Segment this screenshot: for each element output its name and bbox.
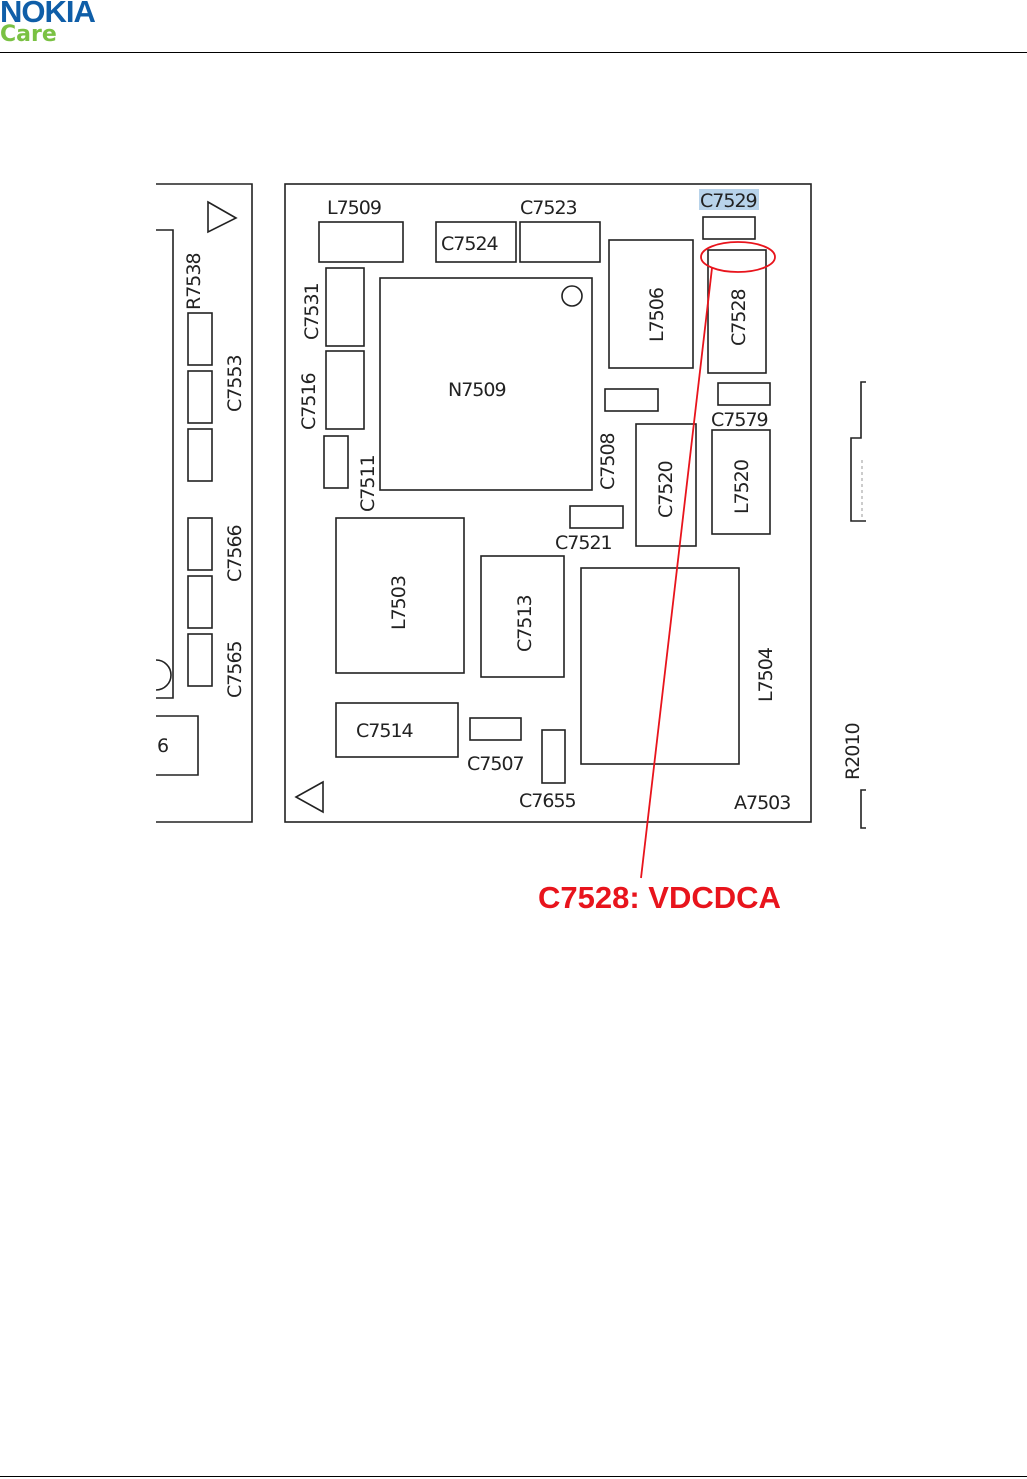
label-n7509: N7509: [448, 379, 506, 401]
label-l7520: L7520: [731, 460, 753, 514]
label-c7529: C7529: [700, 190, 757, 212]
left-partial-board: R7538 C7553 C7566 C7565 6: [155, 183, 253, 823]
c7579-footprint: [717, 382, 771, 406]
label-l7506: L7506: [646, 288, 668, 342]
label-c7528: C7528: [728, 289, 750, 346]
label-c7521: C7521: [555, 532, 612, 554]
l7509-footprint: [318, 221, 404, 263]
l7504-footprint: [580, 567, 740, 765]
right-partial-board: R2010: [842, 381, 866, 829]
footer-divider: [0, 1476, 1027, 1477]
label-c7508: C7508: [597, 433, 619, 490]
label-c7524: C7524: [441, 233, 499, 255]
n7509-footprint: [379, 277, 593, 491]
label-a7503: A7503: [734, 792, 790, 814]
c7521-footprint: [569, 505, 624, 529]
c7513-footprint: [480, 555, 565, 678]
c7523-footprint: [519, 221, 601, 263]
c7566-pad: [187, 517, 213, 571]
label-c7655: C7655: [519, 790, 576, 812]
orientation-triangle: [294, 780, 324, 814]
label-l7504: L7504: [755, 647, 777, 702]
c7524-footprint: [435, 221, 517, 263]
l7520-footprint: [711, 429, 771, 535]
c7514-footprint: [335, 702, 459, 758]
label-r2010: R2010: [842, 723, 864, 780]
label-c7566: C7566: [224, 525, 246, 582]
r7538-pad: [187, 312, 213, 366]
c7553-pad: [187, 370, 213, 424]
callout-label: C7528: VDCDCA: [538, 880, 781, 915]
c7531-footprint: [325, 267, 365, 347]
c7566-pad-2: [187, 575, 213, 629]
label-c7516: C7516: [298, 373, 320, 430]
care-logo: Care: [0, 22, 57, 47]
c7565-pad: [187, 633, 213, 687]
l7506-footprint: [608, 239, 694, 369]
label-c7523: C7523: [520, 197, 577, 219]
nokia-logo: NOKIA: [0, 0, 96, 29]
l7503-footprint: [335, 517, 465, 674]
c7511-footprint: [323, 435, 349, 489]
label-r7538: R7538: [183, 253, 205, 310]
label-c7513: C7513: [514, 595, 536, 652]
c7508-footprint: [604, 388, 659, 412]
label-c7507: C7507: [467, 753, 524, 775]
c7507-footprint: [469, 717, 522, 741]
c7528-highlight-ellipse: [700, 241, 776, 273]
label-c7531: C7531: [301, 283, 323, 340]
c7529-highlight: [699, 189, 759, 210]
label-c7511: C7511: [357, 455, 379, 512]
label-c7579: C7579: [711, 409, 768, 431]
c7516-footprint: [325, 350, 365, 430]
label-left-partial: 6: [157, 735, 168, 757]
label-c7553: C7553: [224, 355, 246, 412]
board-a7503-outline: [284, 183, 812, 823]
label-l7509: L7509: [327, 197, 381, 219]
header-divider: [0, 52, 1027, 53]
label-c7514: C7514: [356, 720, 414, 742]
c7655-footprint: [541, 729, 566, 784]
label-c7520: C7520: [655, 461, 677, 518]
c7528-footprint: [707, 249, 767, 374]
n7509-pin1-marker: [561, 285, 583, 307]
c7529-footprint: [702, 216, 756, 240]
callout-leader-line: [640, 267, 713, 879]
c7553-pad-2: [187, 428, 213, 482]
label-c7565: C7565: [224, 641, 246, 698]
c7520-footprint: [635, 423, 697, 547]
label-l7503: L7503: [388, 576, 410, 630]
